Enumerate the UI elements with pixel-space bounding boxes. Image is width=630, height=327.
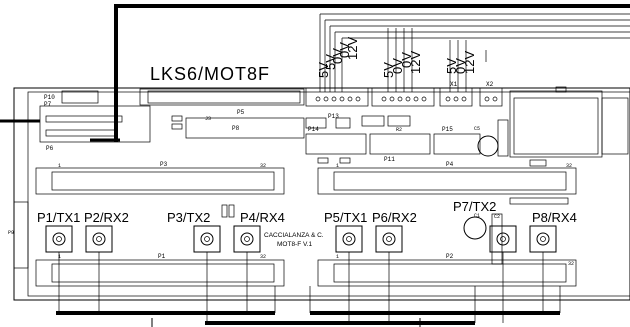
board-title: LKS6/MOT8F bbox=[150, 64, 270, 84]
power-label: 5V bbox=[323, 54, 338, 70]
ref-label: C1 bbox=[474, 213, 480, 219]
ref-label: P5 bbox=[237, 109, 245, 116]
middle-components: P14 R2 P11 P15 C5 bbox=[305, 115, 547, 167]
power-label: 5V bbox=[444, 58, 459, 74]
frame-lines bbox=[0, 4, 630, 327]
maker-line1: CACCIALANZA & C. bbox=[264, 232, 324, 239]
connector-p5: P5 bbox=[139, 88, 305, 116]
pin-label: 1 bbox=[58, 254, 61, 260]
jumpers-left: J3 bbox=[171, 115, 211, 130]
power-label: 5V bbox=[381, 62, 396, 78]
power-label: 0V bbox=[453, 58, 468, 74]
power-label: 12V bbox=[408, 51, 423, 74]
ref-label: P1 bbox=[158, 253, 166, 260]
ref-label: P7 bbox=[44, 101, 52, 108]
power-labels-group1: 5V 5V 0V 0V 12V bbox=[316, 37, 360, 78]
ref-label: P6 bbox=[46, 145, 54, 152]
ref-label: P15 bbox=[442, 126, 453, 133]
power-label: 0V bbox=[390, 58, 405, 74]
connector-p9: P9 bbox=[8, 201, 29, 269]
pin-label: 32 bbox=[260, 163, 266, 169]
slot-p1: P1 1 32 bbox=[35, 253, 285, 287]
ref-label: P2 bbox=[446, 253, 454, 260]
ref-label: P8 bbox=[232, 125, 240, 132]
ref-label: R2 bbox=[396, 127, 402, 133]
ref-label: X1 bbox=[450, 81, 458, 88]
traces bbox=[58, 252, 561, 323]
power-label: 0V bbox=[337, 42, 352, 58]
connector-x1: X1 bbox=[439, 81, 473, 107]
capacitor-c3-c4 bbox=[509, 197, 569, 205]
ref-label: P13 bbox=[328, 113, 339, 120]
pin-label: 1 bbox=[336, 254, 339, 260]
connector-p13: P13 bbox=[305, 87, 369, 120]
pin-label: 32 bbox=[260, 254, 266, 260]
connector-x2: X2 bbox=[479, 81, 503, 107]
power-labels-group3: 5V 0V 12V bbox=[444, 51, 477, 74]
port-label-p4: P4/RX4 bbox=[240, 210, 285, 225]
power-label: 0V bbox=[330, 48, 345, 64]
power-label: 0V bbox=[399, 52, 414, 68]
ref-label: P11 bbox=[384, 156, 395, 163]
port-label-p7: P7/TX2 bbox=[453, 199, 496, 214]
pin-label: 32 bbox=[568, 261, 574, 267]
header-p7: P7 bbox=[39, 101, 151, 143]
port-label-p3: P3/TX2 bbox=[167, 210, 210, 225]
port-labels: P1/TX1 P2/RX2 P3/TX2 P4/RX4 P5/TX1 P6/RX… bbox=[37, 199, 577, 225]
slot-p3: P3 1 32 bbox=[35, 161, 285, 195]
port-label-p1: P1/TX1 bbox=[37, 210, 80, 225]
pin-label: 1 bbox=[58, 163, 61, 169]
slot-p2: P2 1 32 bbox=[317, 253, 577, 287]
port-label-p6: P6/RX2 bbox=[372, 210, 417, 225]
pin-label: 32 bbox=[566, 163, 572, 169]
power-label: 12V bbox=[345, 37, 360, 60]
ref-label: P4 bbox=[446, 161, 454, 168]
port-label-p2: P2/RX2 bbox=[84, 210, 129, 225]
power-labels-group2: 5V 0V 0V 12V bbox=[381, 51, 423, 78]
ref-label: C5 bbox=[474, 126, 480, 132]
ref-label: P9 bbox=[8, 230, 14, 236]
wire-harness bbox=[319, 13, 630, 92]
header-p10: P10 bbox=[44, 90, 99, 104]
power-label: 12V bbox=[462, 51, 477, 74]
ref-label: P3 bbox=[160, 161, 168, 168]
pin-label: 1 bbox=[336, 163, 339, 169]
connector-p12 bbox=[371, 87, 435, 107]
capacitor-c8 bbox=[555, 86, 567, 93]
ref-label: P14 bbox=[308, 126, 319, 133]
ref-label: P10 bbox=[44, 94, 55, 101]
port-label-p5: P5/TX1 bbox=[324, 210, 367, 225]
port-jacks bbox=[45, 225, 557, 253]
connector-p8: P8 bbox=[185, 117, 305, 139]
ref-label: X2 bbox=[486, 81, 494, 88]
slot-p4: P4 1 32 bbox=[317, 161, 577, 195]
relay-h2 bbox=[509, 90, 629, 158]
capacitor-c1: C1 bbox=[463, 213, 487, 240]
ref-label: J3 bbox=[205, 116, 211, 122]
port-label-p8: P8/RX4 bbox=[532, 210, 577, 225]
ref-label: C2 bbox=[494, 214, 500, 220]
jumpers-center bbox=[221, 204, 235, 218]
maker-line2: MOT8-F V.1 bbox=[277, 241, 313, 248]
power-label: 5V bbox=[316, 62, 331, 78]
